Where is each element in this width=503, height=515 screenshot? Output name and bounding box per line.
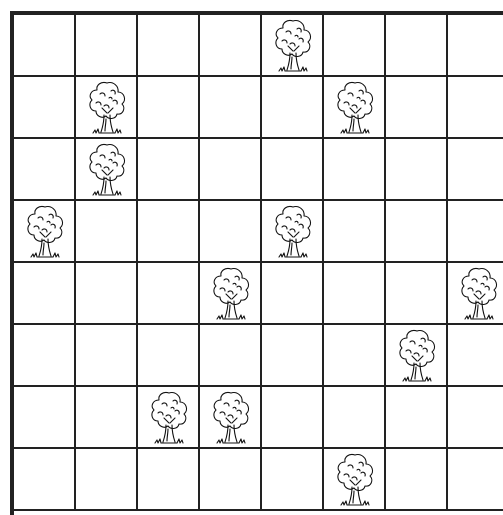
grid-cell-r6-c2[interactable] (138, 387, 200, 449)
tree-icon (271, 203, 315, 261)
grid-cell-r1-c3[interactable] (200, 77, 262, 139)
grid-cell-r6-c4[interactable] (262, 387, 324, 449)
tree-icon (209, 265, 253, 323)
grid-cell-r1-c4[interactable] (262, 77, 324, 139)
grid-cell-r6-c0[interactable] (14, 387, 76, 449)
grid-cell-r2-c3[interactable] (200, 139, 262, 201)
grid-cell-r4-c6[interactable] (386, 263, 448, 325)
grid-cell-r6-c7[interactable] (448, 387, 503, 449)
grid-cell-r4-c7[interactable] (448, 263, 503, 325)
grid-cell-r1-c1[interactable] (76, 77, 138, 139)
grid-cell-r2-c0[interactable] (14, 139, 76, 201)
grid-cell-r0-c3[interactable] (200, 15, 262, 77)
grid-cell-r3-c4[interactable] (262, 201, 324, 263)
grid-cell-r3-c3[interactable] (200, 201, 262, 263)
grid-cell-r0-c7[interactable] (448, 15, 503, 77)
grid-cell-r5-c5[interactable] (324, 325, 386, 387)
grid-cell-r1-c2[interactable] (138, 77, 200, 139)
grid-cell-r5-c2[interactable] (138, 325, 200, 387)
grid-cell-r4-c1[interactable] (76, 263, 138, 325)
grid-cell-r4-c3[interactable] (200, 263, 262, 325)
grid-cell-r6-c1[interactable] (76, 387, 138, 449)
grid-cell-r7-c2[interactable] (138, 449, 200, 511)
grid-cell-r2-c6[interactable] (386, 139, 448, 201)
grid-cell-r3-c1[interactable] (76, 201, 138, 263)
tree-icon (85, 79, 129, 137)
grid-cell-r3-c6[interactable] (386, 201, 448, 263)
grid-cell-r3-c7[interactable] (448, 201, 503, 263)
puzzle-board (10, 11, 503, 515)
grid-cell-r5-c3[interactable] (200, 325, 262, 387)
grid-cell-r3-c5[interactable] (324, 201, 386, 263)
grid-cell-r6-c3[interactable] (200, 387, 262, 449)
grid-cell-r7-c7[interactable] (448, 449, 503, 511)
tree-icon (23, 203, 67, 261)
grid-cell-r5-c7[interactable] (448, 325, 503, 387)
tree-icon (85, 141, 129, 199)
tree-icon (209, 389, 253, 447)
grid-cell-r1-c7[interactable] (448, 77, 503, 139)
grid-cell-r5-c4[interactable] (262, 325, 324, 387)
grid-cell-r7-c6[interactable] (386, 449, 448, 511)
grid-cell-r7-c4[interactable] (262, 449, 324, 511)
grid-cell-r1-c5[interactable] (324, 77, 386, 139)
grid-cell-r0-c1[interactable] (76, 15, 138, 77)
grid-cell-r0-c2[interactable] (138, 15, 200, 77)
grid-cell-r4-c5[interactable] (324, 263, 386, 325)
grid-cell-r3-c2[interactable] (138, 201, 200, 263)
grid-cell-r4-c0[interactable] (14, 263, 76, 325)
grid-cell-r6-c6[interactable] (386, 387, 448, 449)
grid-cell-r7-c3[interactable] (200, 449, 262, 511)
grid-cell-r0-c6[interactable] (386, 15, 448, 77)
grid-cell-r7-c5[interactable] (324, 449, 386, 511)
grid-cell-r0-c5[interactable] (324, 15, 386, 77)
tree-icon (457, 265, 501, 323)
grid-cell-r5-c1[interactable] (76, 325, 138, 387)
grid-cell-r2-c4[interactable] (262, 139, 324, 201)
grid-cell-r4-c4[interactable] (262, 263, 324, 325)
grid-cell-r2-c2[interactable] (138, 139, 200, 201)
grid-cell-r5-c6[interactable] (386, 325, 448, 387)
grid-cell-r2-c1[interactable] (76, 139, 138, 201)
grid-cell-r7-c1[interactable] (76, 449, 138, 511)
grid-cell-r1-c0[interactable] (14, 77, 76, 139)
grid-cell-r2-c5[interactable] (324, 139, 386, 201)
grid-cell-r1-c6[interactable] (386, 77, 448, 139)
grid-cell-r0-c0[interactable] (14, 15, 76, 77)
tree-icon (395, 327, 439, 385)
tree-icon (147, 389, 191, 447)
tree-icon (333, 79, 377, 137)
tree-icon (271, 17, 315, 75)
grid-cell-r2-c7[interactable] (448, 139, 503, 201)
tree-icon (333, 451, 377, 509)
grid-cell-r0-c4[interactable] (262, 15, 324, 77)
grid-cell-r6-c5[interactable] (324, 387, 386, 449)
grid-cell-r7-c0[interactable] (14, 449, 76, 511)
grid-cell-r5-c0[interactable] (14, 325, 76, 387)
grid-cell-r4-c2[interactable] (138, 263, 200, 325)
grid-cell-r3-c0[interactable] (14, 201, 76, 263)
